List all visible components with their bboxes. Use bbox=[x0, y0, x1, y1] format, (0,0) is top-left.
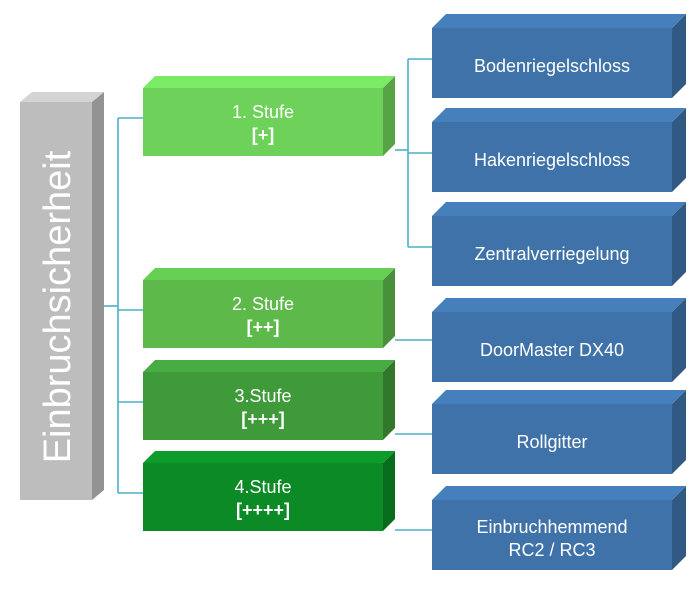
item-block-top bbox=[432, 486, 686, 500]
stage-block-2: 2. Stufe [++] bbox=[143, 268, 395, 348]
item-block-einbruchhemmend: Einbruchhemmend RC2 / RC3 bbox=[432, 486, 686, 570]
item-label: Einbruchhemmend bbox=[476, 517, 627, 537]
stage-block-1: 1. Stufe [+] bbox=[143, 76, 395, 156]
stage-block-face bbox=[143, 372, 383, 440]
item-label: Rollgitter bbox=[516, 432, 587, 452]
stage-block-top bbox=[143, 451, 395, 463]
stage-blocks: 1. Stufe [+] 2. Stufe [++] 3.Stufe [+++]… bbox=[143, 76, 395, 531]
item-block-face bbox=[432, 500, 672, 570]
stage-block-face bbox=[143, 463, 383, 531]
root-label: Einbruchsicherheit bbox=[37, 150, 79, 463]
item-block-rollgitter: Rollgitter bbox=[432, 390, 686, 474]
stage-block-top bbox=[143, 360, 395, 372]
item-block-hakenriegelschloss: Hakenriegelschloss bbox=[432, 108, 686, 192]
item-block-face bbox=[432, 216, 672, 286]
item-block-face bbox=[432, 312, 672, 382]
item-block-top bbox=[432, 298, 686, 312]
item-block-zentralverriegelung: Zentralverriegelung bbox=[432, 202, 686, 286]
item-block-top bbox=[432, 390, 686, 404]
stage-block-4: 4.Stufe [++++] bbox=[143, 451, 395, 531]
stage-block-face bbox=[143, 88, 383, 156]
root-block-face bbox=[20, 102, 92, 500]
item-block-side bbox=[672, 202, 686, 286]
root-block: Einbruchsicherheit bbox=[20, 92, 104, 500]
item-label: Hakenriegelschloss bbox=[474, 150, 630, 170]
item-block-side bbox=[672, 390, 686, 474]
item-label: DoorMaster DX40 bbox=[480, 340, 624, 360]
root-block-top bbox=[20, 92, 104, 102]
stage-block-top bbox=[143, 268, 395, 280]
stage-block-side bbox=[383, 76, 395, 156]
item-block-side bbox=[672, 298, 686, 382]
stage-level: [++++] bbox=[236, 500, 290, 520]
item-block-top bbox=[432, 202, 686, 216]
item-block-face bbox=[432, 122, 672, 192]
stage-block-side bbox=[383, 360, 395, 440]
item-label-line2: RC2 / RC3 bbox=[508, 540, 595, 560]
item-block-face bbox=[432, 28, 672, 98]
item-block-bodenriegelschloss: Bodenriegelschloss bbox=[432, 14, 686, 98]
stage-title: 4.Stufe bbox=[234, 477, 291, 497]
item-blocks: Bodenriegelschloss Hakenriegelschloss Ze… bbox=[432, 14, 686, 570]
stage-block-top bbox=[143, 76, 395, 88]
item-label: Bodenriegelschloss bbox=[474, 56, 630, 76]
stage-title: 2. Stufe bbox=[232, 294, 294, 314]
item-block-side bbox=[672, 14, 686, 98]
stage-level: [+] bbox=[252, 125, 275, 145]
item-block-top bbox=[432, 108, 686, 122]
item-block-doormaster: DoorMaster DX40 bbox=[432, 298, 686, 382]
item-block-side bbox=[672, 486, 686, 570]
stage-block-3: 3.Stufe [+++] bbox=[143, 360, 395, 440]
stage-level: [++] bbox=[246, 317, 279, 337]
stage-block-side bbox=[383, 268, 395, 348]
item-block-face bbox=[432, 404, 672, 474]
item-block-top bbox=[432, 14, 686, 28]
stage-title: 1. Stufe bbox=[232, 102, 294, 122]
stage-title: 3.Stufe bbox=[234, 386, 291, 406]
item-label: Zentralverriegelung bbox=[474, 244, 629, 264]
root-block-side bbox=[92, 92, 104, 500]
item-block-side bbox=[672, 108, 686, 192]
stage-block-side bbox=[383, 451, 395, 531]
stage-level: [+++] bbox=[241, 409, 285, 429]
stage-block-face bbox=[143, 280, 383, 348]
connectors bbox=[104, 58, 432, 531]
